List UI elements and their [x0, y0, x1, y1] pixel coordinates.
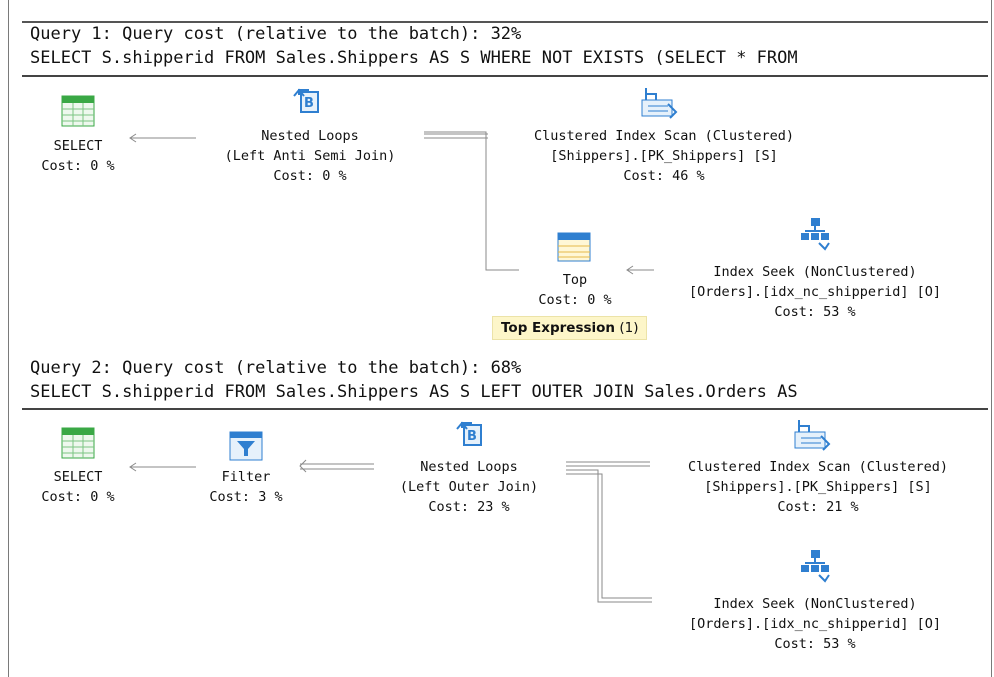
query1-header: Query 1: Query cost (relative to the bat… — [30, 24, 522, 44]
filter-funnel-icon[interactable] — [229, 431, 263, 461]
q2-index-seek-detail: [Orders].[idx_nc_shipperid] [O] — [689, 616, 941, 632]
q1-clustered-scan-label: Clustered Index Scan (Clustered) — [533, 128, 795, 144]
select-table-icon[interactable] — [61, 427, 95, 459]
q2-clustered-scan-cost: Cost: 21 % — [777, 499, 859, 515]
q1-select-label: SELECT — [53, 138, 103, 154]
q2-index-seek-cost: Cost: 53 % — [774, 636, 856, 652]
clustered-index-scan-icon[interactable] — [640, 86, 680, 120]
q1-node-nested-loops[interactable]: Nested Loops (Left Anti Semi Join) Cost:… — [195, 126, 425, 186]
q1-arrow-top — [424, 131, 519, 271]
q1-index-seek-cost: Cost: 53 % — [774, 304, 856, 320]
q2-filter-cost: Cost: 3 % — [209, 489, 283, 505]
q2-nested-loops-detail: (Left Outer Join) — [399, 479, 539, 495]
q1-node-select[interactable]: SELECT Cost: 0 % — [33, 136, 123, 176]
tooltip-title: Top Expression — [501, 320, 616, 336]
query1-separator — [22, 75, 988, 77]
q1-nested-loops-cost: Cost: 0 % — [273, 168, 347, 184]
q2-select-label: SELECT — [53, 469, 103, 485]
q2-nested-loops-label: Nested Loops — [420, 459, 518, 475]
q2-arrowhead-select — [129, 462, 137, 472]
q2-node-index-seek[interactable]: Index Seek (NonClustered) [Orders].[idx_… — [650, 594, 980, 654]
q1-nested-loops-label: Nested Loops — [261, 128, 359, 144]
q2-filter-label: Filter — [221, 469, 271, 485]
q2-select-cost: Cost: 0 % — [41, 489, 115, 505]
q1-node-clustered-scan[interactable]: Clustered Index Scan (Clustered) [Shippe… — [494, 126, 834, 186]
top-expression-tooltip: Top Expression (1) — [492, 316, 648, 340]
select-table-icon[interactable] — [61, 95, 95, 127]
q1-clustered-scan-detail: [Shippers].[PK_Shippers] [S] — [550, 148, 778, 164]
q1-clustered-scan-cost: Cost: 46 % — [623, 168, 705, 184]
q2-clustered-scan-label: Clustered Index Scan (Clustered) — [687, 459, 949, 475]
nested-loops-icon[interactable]: B — [289, 86, 323, 118]
q1-top-cost: Cost: 0 % — [538, 292, 612, 308]
q1-top-label: Top — [562, 272, 588, 288]
q2-node-clustered-scan[interactable]: Clustered Index Scan (Clustered) [Shippe… — [648, 457, 988, 517]
query1-sql-text[interactable]: SELECT S.shipperid FROM Sales.Shippers A… — [30, 48, 798, 68]
tooltip-value: (1) — [615, 320, 639, 336]
query2-header: Query 2: Query cost (relative to the bat… — [30, 358, 522, 378]
q2-arrowhead-filter — [299, 459, 307, 473]
index-seek-icon[interactable] — [799, 549, 833, 583]
top-table-icon[interactable] — [557, 232, 591, 262]
q2-arrow-seek-b — [566, 473, 652, 599]
q2-arrow-seek-a — [566, 469, 652, 603]
q1-node-index-seek[interactable]: Index Seek (NonClustered) [Orders].[idx_… — [650, 262, 980, 322]
svg-text:B: B — [467, 429, 477, 444]
index-seek-icon[interactable] — [799, 217, 833, 251]
q1-index-seek-detail: [Orders].[idx_nc_shipperid] [O] — [689, 284, 941, 300]
q2-index-seek-label: Index Seek (NonClustered) — [713, 596, 917, 612]
query1-top-rule — [22, 21, 988, 23]
q2-node-nested-loops[interactable]: Nested Loops (Left Outer Join) Cost: 23 … — [374, 457, 564, 517]
plan-window-frame — [8, 0, 992, 677]
clustered-index-scan-icon[interactable] — [793, 418, 833, 452]
q1-nested-loops-detail: (Left Anti Semi Join) — [224, 148, 396, 164]
q1-index-seek-label: Index Seek (NonClustered) — [713, 264, 917, 280]
svg-text:B: B — [304, 96, 314, 111]
query2-separator — [22, 408, 988, 410]
q1-arrowhead-seek — [626, 265, 634, 275]
q2-node-select[interactable]: SELECT Cost: 0 % — [33, 467, 123, 507]
q1-select-cost: Cost: 0 % — [41, 158, 115, 174]
q2-clustered-scan-detail: [Shippers].[PK_Shippers] [S] — [704, 479, 932, 495]
q1-node-top[interactable]: Top Cost: 0 % — [520, 270, 630, 310]
q2-node-filter[interactable]: Filter Cost: 3 % — [196, 467, 296, 507]
q1-arrowhead-select — [129, 133, 137, 143]
q2-nested-loops-cost: Cost: 23 % — [428, 499, 510, 515]
query2-sql-text[interactable]: SELECT S.shipperid FROM Sales.Shippers A… — [30, 382, 798, 402]
nested-loops-icon[interactable]: B — [452, 419, 486, 451]
